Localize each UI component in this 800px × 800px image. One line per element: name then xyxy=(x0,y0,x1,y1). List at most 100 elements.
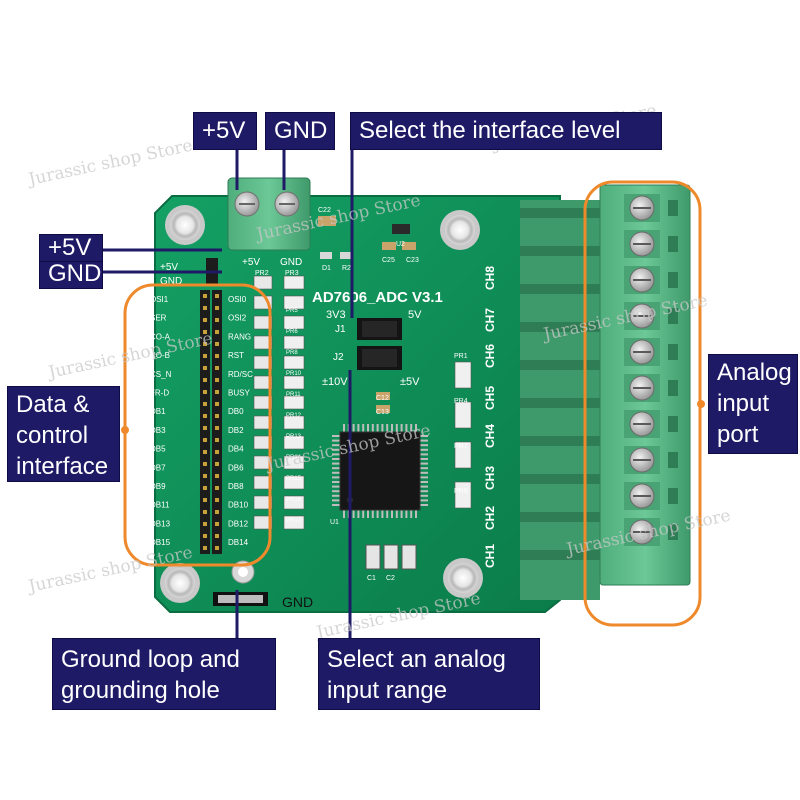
callout-data-control-line-1: Data & xyxy=(16,391,90,418)
header-pin xyxy=(203,390,207,394)
chip-pin xyxy=(420,462,428,465)
component-label: C23 xyxy=(406,257,419,264)
header-right-label: OSI0 xyxy=(228,295,247,304)
chip-pin xyxy=(415,424,417,432)
chip-pin xyxy=(332,504,340,506)
callout-data-control-line-3: interface xyxy=(16,453,109,480)
header-pin xyxy=(203,402,207,406)
callout-interface-level: Select the interface level xyxy=(350,112,662,150)
board-model-label: AD7606_ADC V3.1 xyxy=(312,289,443,306)
header-label-gnd: GND xyxy=(160,276,182,287)
mounting-hole-top-left xyxy=(165,205,205,245)
chip-pin xyxy=(376,424,379,432)
header-left-label: DB3 xyxy=(150,426,166,435)
mounting-hole-bottom-right xyxy=(443,558,483,598)
resistor xyxy=(283,375,305,390)
chip-pin xyxy=(395,424,398,432)
callout-analog-range-line-1: Select an analog xyxy=(327,646,506,673)
component-label: U1 xyxy=(330,519,339,526)
header-pin xyxy=(203,438,207,442)
header-pin xyxy=(203,366,207,370)
channel-label: CH2 xyxy=(483,506,497,530)
header-right-label: DB0 xyxy=(228,407,244,416)
component-label: C12 xyxy=(376,395,389,402)
watermark-text: Jurassic shop Store xyxy=(25,136,194,191)
range-capacitors xyxy=(365,544,417,570)
header-pin xyxy=(215,498,219,502)
chip-pin xyxy=(332,494,340,497)
ground-loop xyxy=(213,592,268,606)
header-pin xyxy=(215,474,219,478)
header-right-label: DB14 xyxy=(228,538,249,547)
terminal-fin xyxy=(520,208,600,218)
header-pin xyxy=(203,462,207,466)
header-pin xyxy=(203,546,207,550)
data-interface-outline xyxy=(123,283,272,567)
terminal-screw xyxy=(624,482,678,510)
chip-pin xyxy=(381,510,384,518)
header-left-label: CS_N xyxy=(150,370,172,379)
resistor xyxy=(253,415,273,430)
header-left-label: DB11 xyxy=(150,501,170,510)
terminal-screw xyxy=(624,230,678,258)
power-terminal-block xyxy=(227,177,311,251)
resistor xyxy=(283,475,305,490)
resistor xyxy=(253,335,273,350)
channel-label: CH1 xyxy=(483,544,497,568)
chip-pin xyxy=(420,471,428,474)
terminal-fin xyxy=(520,474,600,484)
channel-label: CH4 xyxy=(483,424,497,448)
callout-analog-input-line-1: Analog xyxy=(717,359,792,386)
header-right-label: BUSY xyxy=(228,389,250,398)
chip-pin xyxy=(332,476,340,479)
resistor-name: PR4 xyxy=(454,398,468,405)
resistor xyxy=(253,275,273,290)
chip-pin xyxy=(367,510,369,518)
callout-ground-loop-line-1: Ground loop and xyxy=(61,646,240,673)
chip-pin xyxy=(420,485,428,488)
header-pin xyxy=(203,330,207,334)
header-right-label: DB12 xyxy=(228,519,249,528)
chip-pin xyxy=(420,476,428,479)
resistor-name: PR1 xyxy=(454,353,468,360)
resistor-name: PR17 xyxy=(286,518,302,524)
header-right-labels: OSI0OSI2RANGRSTRD/SCBUSYDB0DB2DB4DB6DB8D… xyxy=(228,295,253,547)
header-pin xyxy=(203,294,207,298)
analog-input-terminal-block xyxy=(520,184,691,600)
ground-loop-label: GND xyxy=(282,594,313,610)
callout-analog-input-line-3: port xyxy=(717,421,759,448)
level-5v-label: 5V xyxy=(408,309,422,321)
terminal-screw xyxy=(624,266,678,294)
jumper-j1-label: J1 xyxy=(335,324,346,335)
chip-pin xyxy=(332,490,340,493)
terminal-fin xyxy=(520,550,600,560)
callout-gnd-top: GND xyxy=(265,112,335,150)
chip-pin xyxy=(332,499,340,502)
callout-gnd-left: GND xyxy=(39,261,103,289)
header-pin xyxy=(215,534,219,538)
header-pin xyxy=(215,546,219,550)
resistor xyxy=(283,515,305,530)
jumper-j2-label: J2 xyxy=(333,352,344,363)
chip-pin xyxy=(367,424,369,432)
header-right-label: DB8 xyxy=(228,482,244,491)
resistor xyxy=(283,495,305,510)
header-pin xyxy=(203,450,207,454)
range-5v-label: ±5V xyxy=(400,376,420,388)
component-label: R2 xyxy=(342,265,351,272)
terminal-label-gnd: GND xyxy=(280,257,302,268)
component-label: C1 xyxy=(367,575,376,582)
header-pin xyxy=(215,354,219,358)
chip-pin xyxy=(332,435,340,437)
header-pin xyxy=(203,354,207,358)
header-right-label: DB6 xyxy=(228,463,244,472)
resistor-name: PR10 xyxy=(286,371,302,377)
chip-pin xyxy=(362,510,365,518)
resistor-name: PR6 xyxy=(286,329,298,335)
chip-pin xyxy=(420,435,428,437)
pin-header xyxy=(200,258,222,554)
header-pin xyxy=(203,342,207,346)
analog-range-jumper xyxy=(357,346,402,370)
chip-pin xyxy=(376,510,379,518)
chip-pin xyxy=(332,448,340,451)
